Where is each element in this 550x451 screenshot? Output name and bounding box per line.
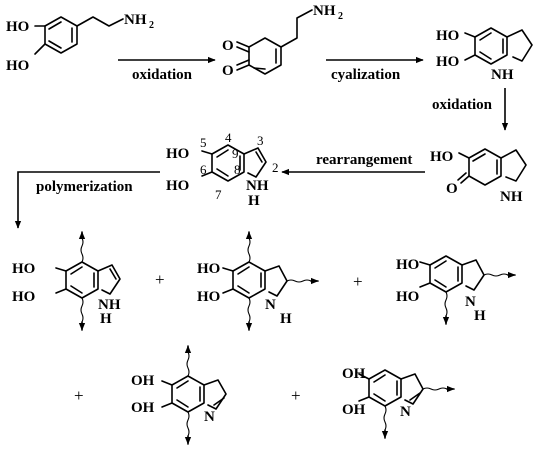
hydroxyl-label: HO (197, 261, 220, 277)
arrow-label-oxidation: oxidation (432, 97, 493, 113)
arrow-oxidation-1: oxidation (118, 56, 216, 83)
arrow-oxidation-2: oxidation (432, 88, 509, 131)
hydroxyl-label: HO (6, 19, 29, 35)
hydroxyl-label: OH (131, 373, 155, 389)
nitrogen-label: NH (491, 67, 514, 83)
hydroxyl-label: HO (436, 54, 459, 70)
hydroxyl-label: HO (166, 178, 189, 194)
plus-sign: + (155, 270, 165, 289)
arrow-label-rearrangement: rearrangement (316, 152, 412, 168)
amine-label: NH (124, 12, 147, 28)
hydrogen-label: H (474, 308, 486, 324)
plus-sign: + (353, 272, 363, 291)
position-number: 4 (225, 130, 232, 145)
dhi-structure: HO HO NH H 4 5 6 7 8 9 3 2 (166, 130, 279, 209)
nitrogen-label: NH (500, 189, 523, 205)
arrow-cyclization: cyalization (326, 56, 424, 83)
hydrogen-label: H (100, 311, 112, 327)
polymer-unit-1: HO HO NH H (12, 231, 121, 331)
hydroxyl-label: HO (197, 289, 220, 305)
hydroxyl-label: HO (436, 28, 459, 44)
nitrogen-label: N (465, 294, 476, 310)
plus-sign: + (291, 386, 301, 405)
oxygen-label: O (222, 63, 234, 79)
polymer-unit-2: HO HO N H (197, 231, 319, 331)
plus-sign: + (74, 386, 84, 405)
position-number: 2 (272, 160, 279, 175)
nitrogen-label: N (204, 409, 215, 425)
hydroxyl-label: HO (396, 257, 419, 273)
arrow-rearrangement: rearrangement (281, 152, 425, 176)
polymer-unit-5: OH OH N (342, 366, 455, 439)
position-number: 6 (200, 162, 207, 177)
position-number: 9 (232, 146, 239, 161)
amine-label: NH (313, 3, 336, 19)
position-number: 7 (215, 187, 222, 202)
hydroxyl-label: OH (342, 366, 366, 382)
arrow-label-oxidation: oxidation (132, 67, 193, 83)
nitrogen-label: N (265, 297, 276, 313)
oxygen-label: O (446, 181, 458, 197)
position-number: 5 (200, 135, 207, 150)
hydroxyl-label: HO (166, 146, 189, 162)
dopaminechrome-structure: HO O NH (430, 148, 527, 205)
arrow-label-cyclization: cyalization (331, 67, 401, 83)
nitrogen-label: NH (98, 297, 121, 313)
hydroxyl-label: HO (12, 261, 35, 277)
nitrogen-label: NH (246, 178, 269, 194)
position-number: 8 (234, 162, 241, 177)
hydroxyl-label: OH (131, 400, 155, 416)
amine-subscript: 2 (149, 20, 154, 31)
polymer-unit-4: OH OH N (131, 345, 227, 445)
hydrogen-label: H (280, 311, 292, 327)
hydroxyl-label: OH (342, 402, 366, 418)
amine-subscript: 2 (338, 11, 343, 22)
hydroxyl-label: HO (12, 289, 35, 305)
polymer-unit-3: HO HO N H (396, 255, 516, 325)
oxygen-label: O (222, 38, 234, 54)
hydrogen-label: H (248, 193, 260, 209)
arrow-label-polymerization: polymerization (36, 179, 133, 195)
dopamine-structure: HO HO NH 2 (6, 12, 154, 74)
nitrogen-label: N (400, 404, 411, 420)
leukodopaminechrome-structure: HO HO NH (436, 27, 533, 83)
dopamine-quinone-structure: O O NH 2 (222, 3, 343, 79)
position-number: 3 (257, 133, 264, 148)
hydroxyl-label: HO (430, 149, 453, 165)
hydroxyl-label: HO (6, 58, 29, 74)
arrow-polymerization: polymerization (14, 171, 160, 229)
hydroxyl-label: HO (396, 289, 419, 305)
